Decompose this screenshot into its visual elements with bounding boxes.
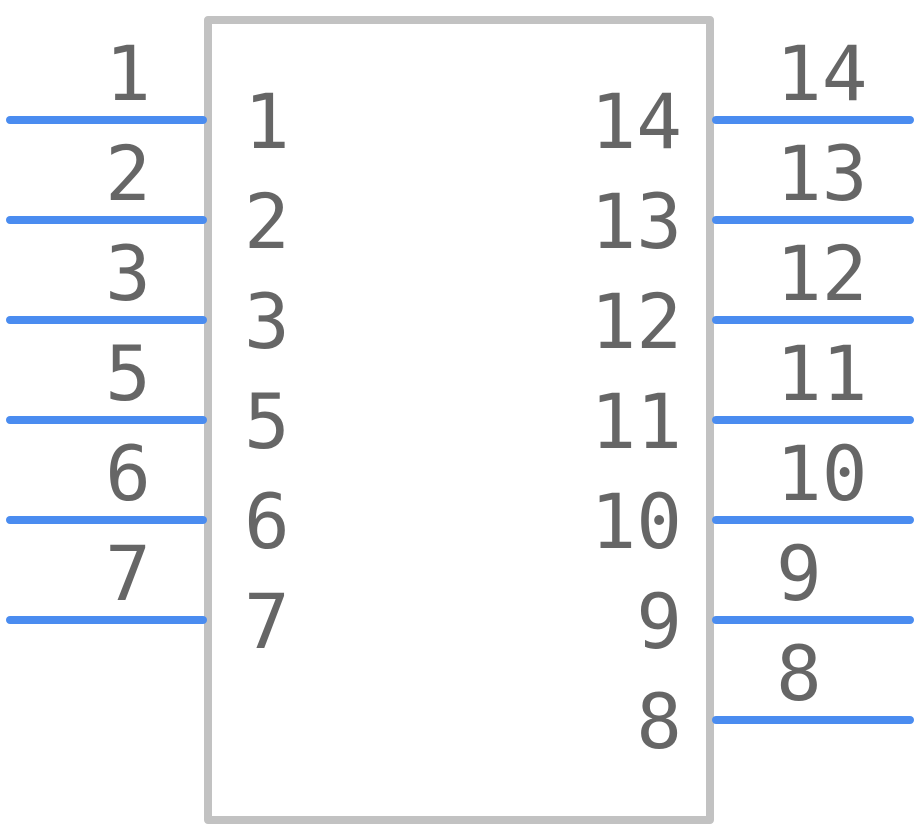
- pin-number: 10: [776, 429, 868, 518]
- pin-number: 13: [776, 129, 868, 218]
- pin-left-5: 77: [6, 529, 290, 666]
- pin-name: 11: [590, 377, 682, 466]
- pin-name: 7: [244, 577, 290, 666]
- pin-number: 1: [105, 29, 151, 118]
- pin-right-1: 13 13: [590, 129, 914, 266]
- pin-name: 14: [590, 77, 682, 166]
- pin-name: 5: [244, 377, 290, 466]
- pin-right-6: 88: [636, 629, 914, 766]
- pin-number: 12: [776, 229, 868, 318]
- pin-name: 9: [636, 577, 682, 666]
- pin-number: 5: [105, 329, 151, 418]
- pin-left-3: 55: [6, 329, 290, 466]
- pin-left-1: 22: [6, 129, 290, 266]
- pin-number: 3: [105, 229, 151, 318]
- pin-number: 9: [776, 529, 822, 618]
- pin-right-5: 99: [636, 529, 914, 666]
- pin-right-2: 12 12: [590, 229, 914, 366]
- pin-number: 2: [105, 129, 151, 218]
- pin-number: 6: [105, 429, 151, 518]
- pin-name: 8: [636, 677, 682, 766]
- component-body: [204, 16, 714, 824]
- pin-number: 14: [776, 29, 868, 118]
- pin-name: 6: [244, 477, 290, 566]
- pin-left-4: 66: [6, 429, 290, 566]
- pin-number: 11: [776, 329, 868, 418]
- pin-number: 8: [776, 629, 822, 718]
- pin-left-0: 11: [6, 29, 290, 166]
- pin-name: 13: [590, 177, 682, 266]
- pin-name: 10: [590, 477, 682, 566]
- pin-right-0: 14 14: [590, 29, 914, 166]
- pin-name: 1: [244, 77, 290, 166]
- pin-number: 7: [105, 529, 151, 618]
- pin-left-2: 33: [6, 229, 290, 366]
- pin-right-4: 10 10: [590, 429, 914, 566]
- pin-name: 2: [244, 177, 290, 266]
- pin-name: 3: [244, 277, 290, 366]
- pin-name: 12: [590, 277, 682, 366]
- pin-right-3: 11 11: [590, 329, 914, 466]
